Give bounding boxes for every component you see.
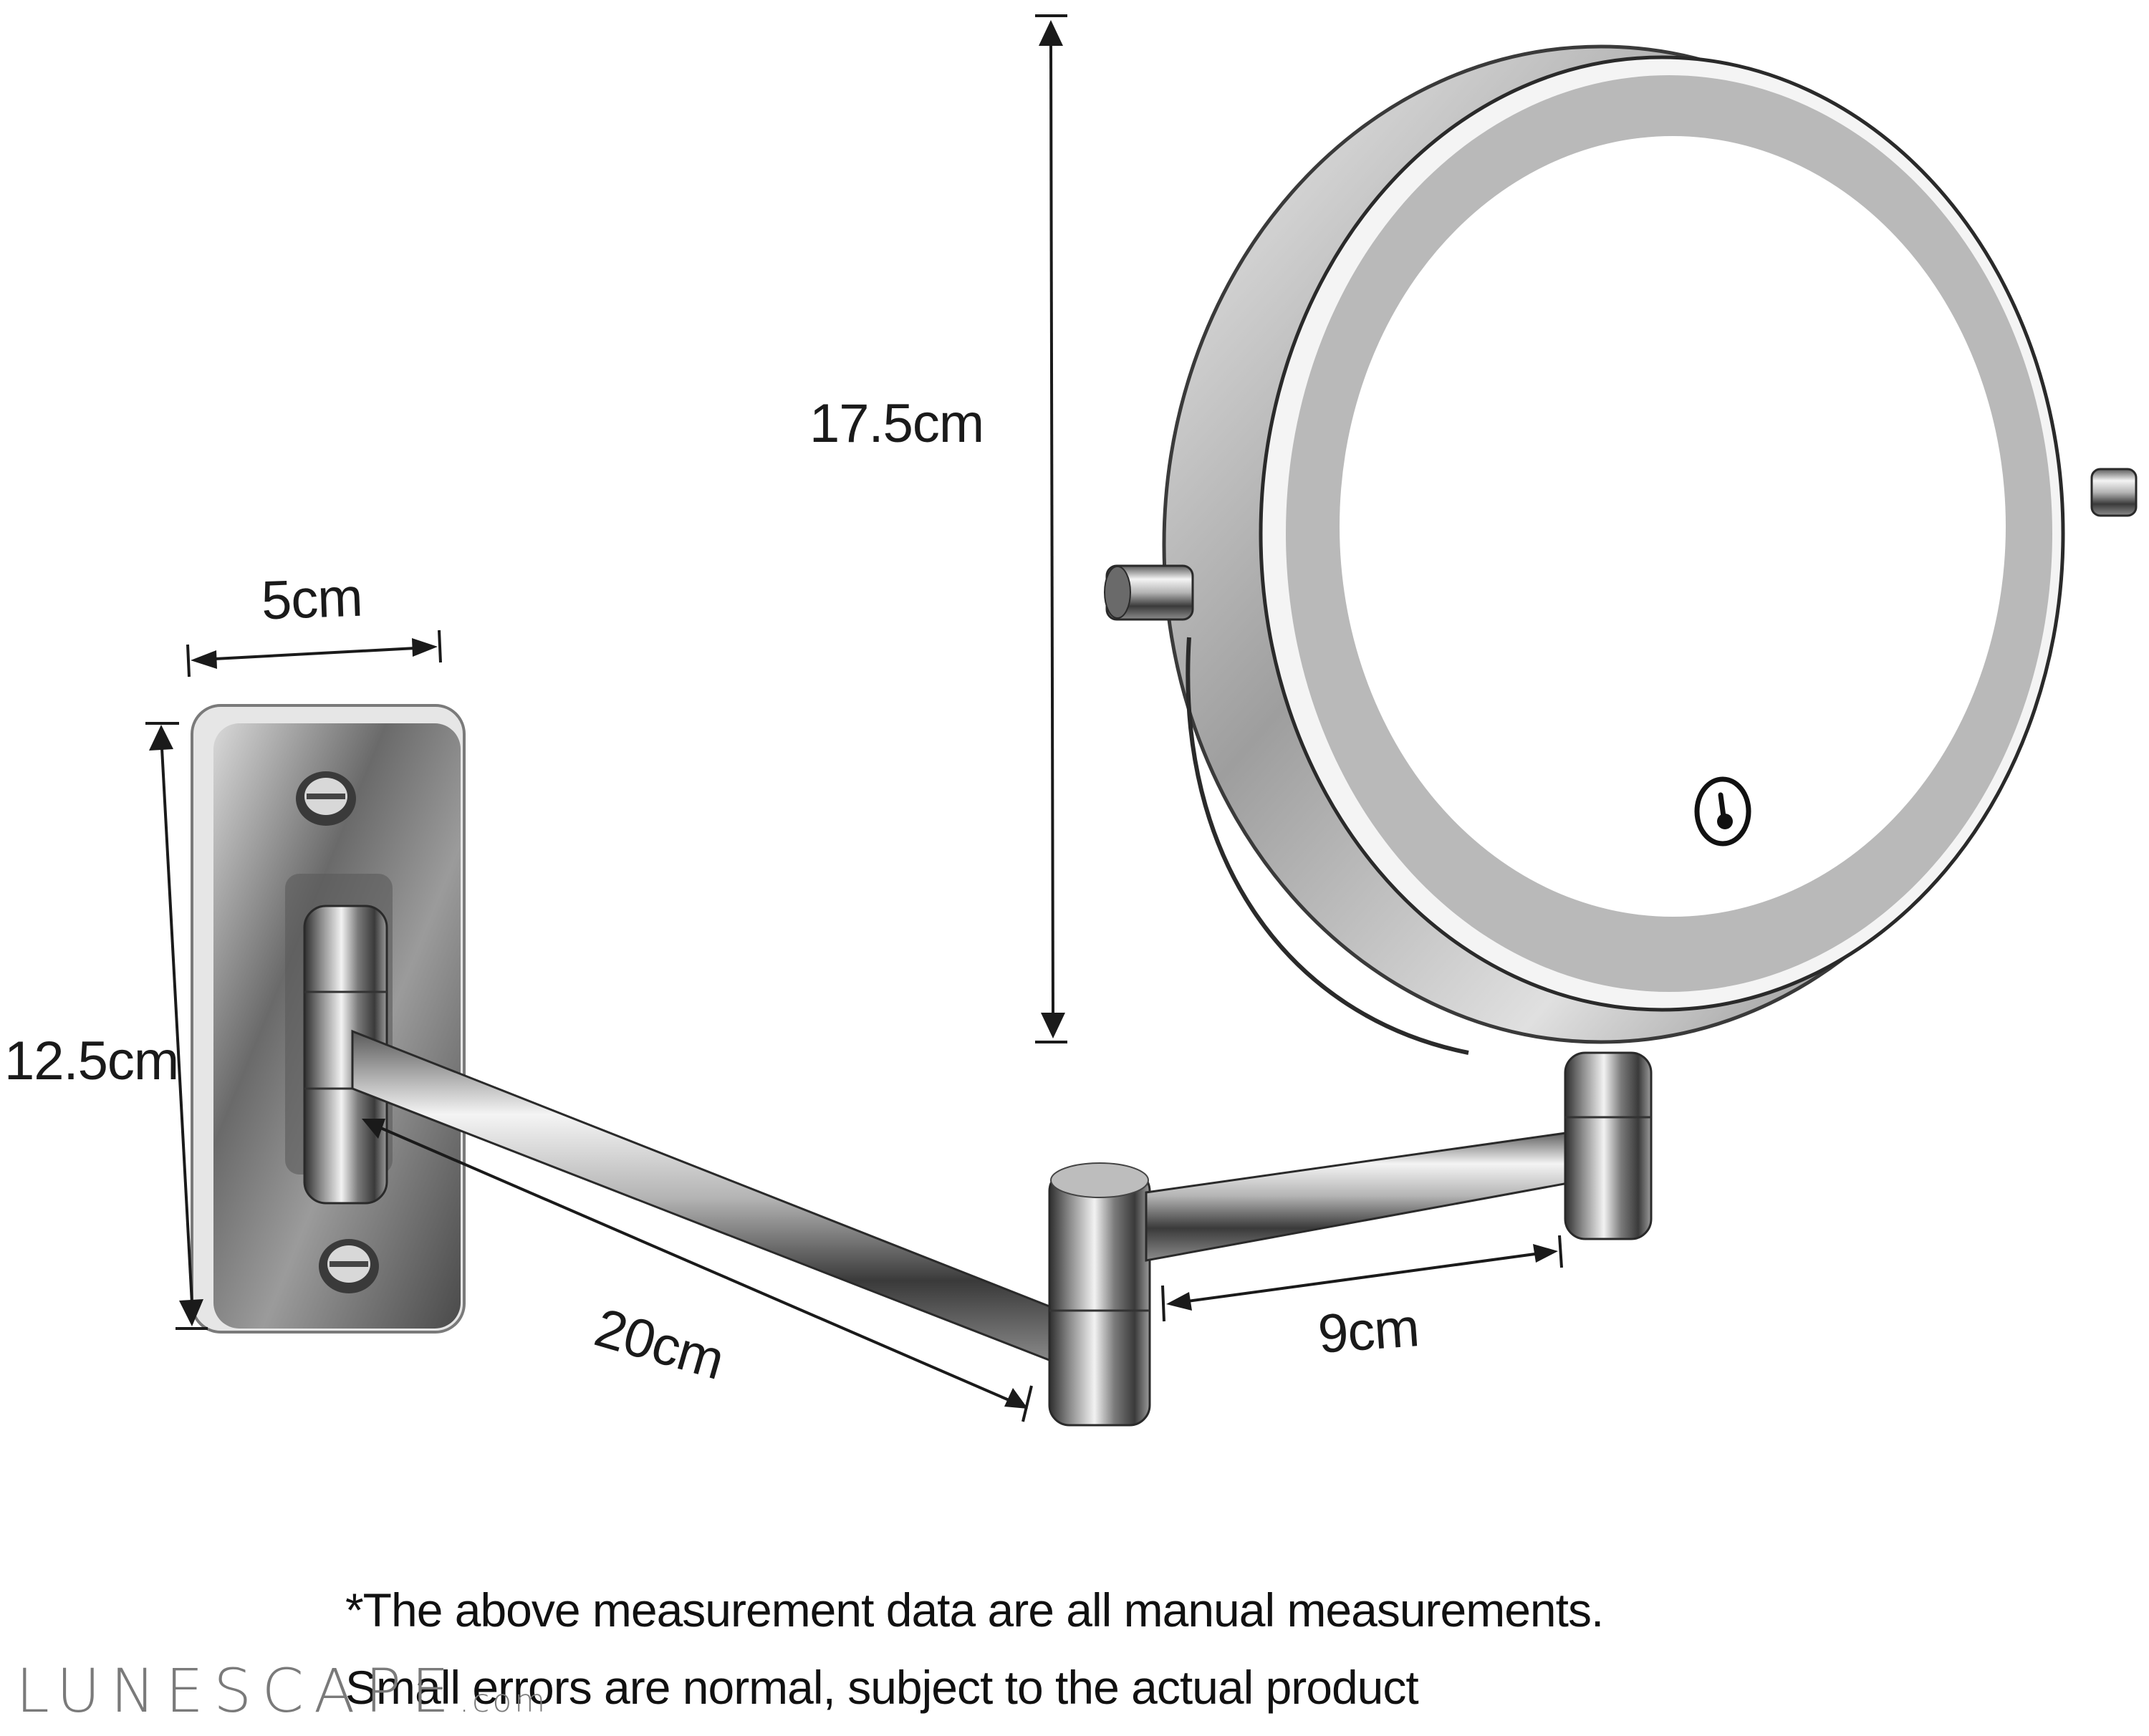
middle-joint	[1048, 1162, 1151, 1427]
label-base-height: 12.5cm	[4, 1031, 179, 1091]
watermark-brand: LUNESCAPE	[16, 1656, 460, 1726]
brand-watermark: LUNESCAPE.com	[16, 1656, 548, 1726]
dimension-base-width	[186, 630, 442, 677]
dimension-base-height	[145, 722, 208, 1330]
label-base-width: 5cm	[260, 566, 364, 632]
measurement-note-line2: Small errors are normal, subject to the …	[345, 1661, 1419, 1714]
dimension-mirror-height	[1035, 14, 1067, 1043]
short-arm	[1145, 1130, 1577, 1262]
watermark-suffix: .com	[459, 1683, 549, 1720]
wall-base-plate	[191, 704, 466, 1334]
mirror-joint	[1564, 1051, 1653, 1240]
mirror-head	[1104, 44, 2138, 1055]
dimension-short-arm	[1161, 1235, 1563, 1322]
label-short-arm: 9cm	[1316, 1297, 1421, 1365]
wall-hinge-cylinder	[303, 905, 388, 1205]
touch-power-icon[interactable]	[1694, 776, 1751, 847]
screw-bottom	[319, 1239, 379, 1293]
label-mirror-height: 17.5cm	[809, 393, 984, 454]
dimension-long-arm	[362, 1119, 1033, 1422]
mirror-yoke	[1186, 637, 1469, 1055]
tilt-knob-left	[1104, 564, 1194, 621]
screw-top	[296, 771, 356, 826]
mirror-glass	[1340, 136, 2006, 917]
measurement-note-line1: *The above measurement data are all manu…	[345, 1583, 1604, 1636]
tilt-knob-right	[2090, 468, 2138, 517]
